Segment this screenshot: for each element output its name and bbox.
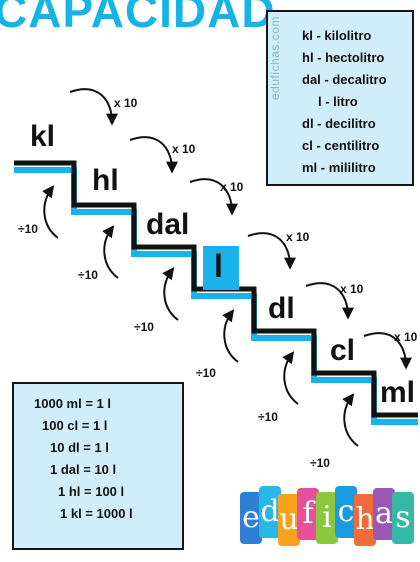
unit-l: l — [214, 248, 223, 284]
unit-dal: dal — [146, 208, 190, 241]
multiply-arrow-5 — [305, 282, 354, 320]
multiply-label-1: x 10 — [114, 96, 138, 110]
legend-row-kl: kl - kilolitro — [302, 28, 372, 43]
divide-arrow-1 — [42, 185, 59, 239]
unit-dl: dl — [268, 292, 295, 325]
legend-row-l: l - litro — [318, 94, 358, 109]
page-title: CAPACIDAD — [0, 0, 276, 37]
equivalence-row: 1 hl = 100 l — [58, 484, 125, 499]
logo-letter: u — [279, 502, 299, 537]
logo-letter-tile: d — [259, 486, 281, 538]
multiply-label-2: x 10 — [172, 142, 196, 156]
multiply-label-4: x 10 — [286, 230, 310, 244]
unit-l-highlight — [203, 246, 239, 290]
unit-cl: cl — [330, 334, 356, 367]
equivalence-row: 100 cl = 1 l — [42, 418, 108, 433]
logo-letter: h — [355, 502, 375, 537]
logo-letter: f — [302, 496, 314, 531]
multiply-label-3: x 10 — [220, 180, 244, 194]
logo-letter: c — [337, 494, 355, 529]
logo-letter: i — [322, 500, 332, 535]
equivalence-row: 1 kl = 1000 l — [60, 506, 133, 521]
divide-label-1: ÷10 — [18, 222, 38, 236]
legend-row-ml: ml - mililitro — [302, 160, 376, 175]
equivalence-row: 1000 ml = 1 l — [34, 396, 111, 411]
multiply-label-6: x 10 — [394, 330, 418, 344]
logo-letter-tile: i — [316, 492, 338, 544]
legend-row-dl: dl - decilitro — [302, 116, 376, 131]
divide-arrow-2 — [102, 225, 119, 279]
logo-letter-tile: e — [240, 492, 262, 544]
logo-letter: a — [375, 496, 393, 531]
divide-label-3: ÷10 — [134, 320, 154, 334]
divide-arrow-4 — [222, 309, 239, 363]
unit-ml: ml — [380, 376, 416, 409]
equivalences-box — [12, 382, 184, 550]
divide-label-2: ÷10 — [78, 268, 98, 282]
legend-row-dal: dal - decalitro — [302, 72, 387, 87]
unit-kl: kl — [30, 120, 56, 153]
divide-arrow-5 — [282, 351, 299, 405]
divide-label-4: ÷10 — [196, 366, 216, 380]
multiply-label-5: x 10 — [340, 282, 364, 296]
unit-legend-box — [266, 10, 414, 186]
divide-label-6: ÷10 — [310, 456, 330, 470]
logo-letter: s — [395, 500, 411, 535]
multiply-arrow-6 — [363, 332, 412, 370]
logo-letter-tile: u — [278, 494, 300, 546]
multiply-arrow-4 — [247, 232, 296, 270]
logo-letter-tile: h — [354, 494, 376, 546]
unit-hl: hl — [92, 164, 119, 197]
divide-arrow-6 — [342, 393, 359, 447]
divide-arrow-3 — [162, 267, 179, 321]
logo-letter: d — [260, 494, 280, 529]
logo-letter-tile: c — [335, 486, 357, 538]
multiply-arrow-2 — [129, 136, 178, 174]
multiply-arrow-1 — [69, 88, 118, 126]
stair-shadow — [14, 167, 418, 425]
logo-letter-tile: a — [373, 488, 395, 540]
legend-row-hl: hl - hectolitro — [302, 50, 385, 65]
logo-letter-tile: f — [297, 488, 319, 540]
legend-row-cl: cl - centilitro — [302, 138, 380, 153]
logo-letter-tile: s — [392, 492, 414, 544]
multiply-arrow-3 — [189, 178, 238, 216]
equivalence-row: 1 dal = 10 l — [50, 462, 117, 477]
equivalence-row: 10 dl = 1 l — [50, 440, 109, 455]
logo-letter: e — [242, 500, 260, 535]
divide-label-5: ÷10 — [258, 410, 278, 424]
